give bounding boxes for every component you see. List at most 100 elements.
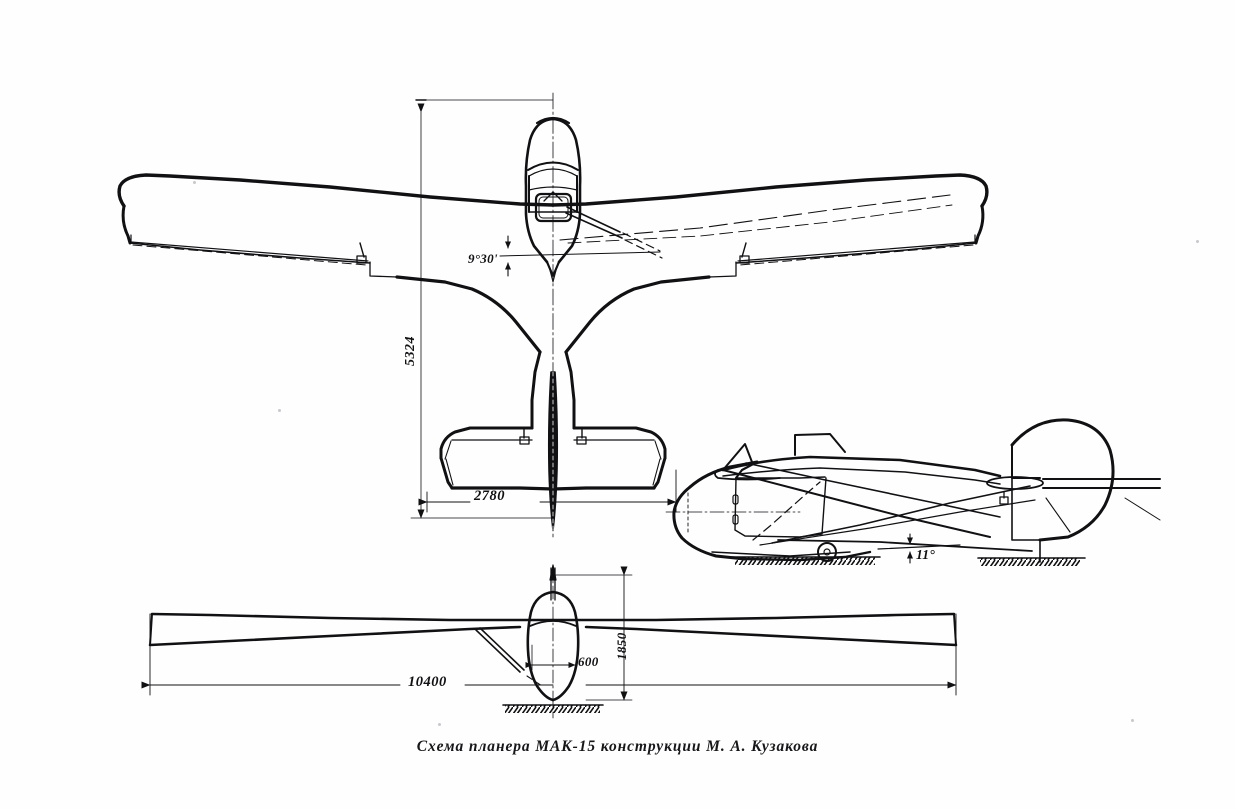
scan-speck [1131, 719, 1134, 722]
right-aileron-dashed-line [739, 244, 974, 266]
right-aileron-horn-bracket [739, 255, 750, 264]
front-view-group [141, 564, 958, 719]
scan-speck [1196, 240, 1199, 243]
strut-lower-line [565, 212, 623, 239]
side-nose-outline [672, 485, 747, 561]
left-aileron-outboard-step [369, 261, 398, 278]
right-elevator-horn-bracket [576, 436, 587, 445]
dimension-label-tailplane-span: 2780 [474, 488, 505, 504]
right-elevator-outer-line [652, 458, 661, 486]
front-left-strut-a [475, 629, 521, 673]
left-tailplane-tip [439, 456, 454, 490]
side-control-fitting-b [732, 514, 739, 525]
left-aileron-hinge-line-top [130, 241, 369, 262]
front-right-wing-upper [551, 612, 956, 622]
strut-dashed-extension-a [622, 232, 661, 252]
front-fuselage-left [526, 590, 555, 702]
canopy-front-arc-inner [528, 168, 578, 177]
side-view-group [665, 418, 1161, 566]
dimension-label-wingspan: 10400 [408, 674, 447, 690]
right-wing-root-trailing [564, 275, 711, 354]
side-vertical-fin [1010, 418, 1115, 542]
dimension-label-overall-length: 5324 [403, 336, 418, 366]
side-wheel-hub [823, 548, 831, 556]
side-diagonal-reference [752, 481, 821, 541]
right-wing-chord-reference [559, 194, 951, 241]
front-left-wing-upper [150, 612, 555, 622]
side-boom-upper [722, 469, 991, 538]
scan-speck [278, 409, 281, 412]
angle-reference-line-11deg [877, 544, 961, 550]
side-control-fitting-a [732, 494, 739, 505]
boom-right-line [552, 262, 559, 283]
side-cross-brace-a [771, 485, 1031, 544]
left-elevator-horn-bracket [519, 436, 530, 445]
scan-speck [438, 723, 441, 726]
right-wing-tip [974, 204, 985, 245]
left-aileron-dashed-line [132, 244, 367, 266]
fuselage-left-outline [524, 117, 555, 264]
side-tailplane-section [986, 476, 1044, 490]
side-ground-hatch-forward [735, 557, 875, 565]
dimension-label-wing-sweep-angle: 9°30' [468, 251, 498, 266]
dimension-label-fuselage-height: 600 [578, 654, 599, 669]
angle-reference-line-9deg [499, 251, 661, 257]
left-aileron-horn [359, 242, 365, 258]
front-canopy-arc [529, 620, 577, 627]
front-right-wing-lower [584, 625, 958, 647]
side-wing-pylon [794, 433, 846, 456]
right-wing-trailing-edge-outer [735, 242, 977, 264]
side-ground-hatch-rear [980, 558, 1080, 566]
left-wing-trailing-edge-outer [129, 242, 371, 264]
side-fin-root-forward [1011, 444, 1041, 479]
front-fuselage-right [551, 590, 580, 702]
front-left-wing-lower [148, 625, 522, 647]
left-elevator-outer-line [445, 458, 454, 486]
fuselage-right-outline [551, 117, 582, 264]
dimension-label-ground-angle: 11° [916, 547, 936, 562]
side-fin-root-rear [1011, 477, 1041, 541]
left-wing-root-trailing [395, 275, 542, 354]
control-stick [543, 191, 563, 202]
right-aileron-horn [741, 242, 747, 258]
side-forward-pylon [722, 443, 753, 471]
left-wing-tip [121, 204, 132, 245]
side-cross-brace-b [759, 499, 1036, 546]
left-aileron-horn-bracket [356, 255, 367, 264]
side-lower-boom [777, 539, 1033, 552]
right-elevator-inner-tip-line [654, 440, 662, 460]
front-strut-dashed [526, 675, 543, 687]
right-tailplane-tip [652, 456, 667, 490]
rear-fuselage-left [530, 350, 542, 430]
side-rudder-hinge-line [1045, 497, 1071, 533]
right-elevator-trailing-edge [551, 486, 656, 491]
right-wing-leading-edge [551, 173, 989, 208]
left-elevator-inner-tip-line [444, 440, 452, 460]
cockpit-seat-box [534, 192, 573, 223]
strut-dashed-extension-b [624, 239, 663, 259]
left-elevator-trailing-edge [450, 486, 555, 491]
side-wing-upper-surface [721, 455, 1002, 478]
side-cockpit-enclosure [734, 477, 827, 538]
boom-left-line [547, 262, 554, 283]
left-wing-leading-edge [117, 173, 555, 208]
front-left-strut-b [479, 627, 525, 671]
canopy-mid-arc [528, 186, 578, 191]
scan-speck [193, 181, 196, 184]
rear-fuselage-right [564, 350, 576, 430]
dimension-label-wing-height: 1850 [614, 632, 629, 660]
side-rudder-tip-line [1124, 497, 1161, 521]
cockpit-seat-box-inner [538, 196, 569, 219]
strut-upper-line [566, 206, 621, 233]
left-tailplane-leading-edge [439, 426, 534, 460]
fuselage-nose-cap [535, 116, 571, 125]
right-tailplane-leading-edge [572, 426, 667, 460]
front-ground-hatch [505, 705, 600, 713]
side-boom-lower [745, 462, 1001, 518]
canopy-front-arc [527, 161, 579, 171]
right-aileron-hinge-line-top [737, 241, 976, 262]
right-wing-chord-reference-2 [567, 204, 953, 244]
figure-caption: Схема планера МАК-15 конструкции М. А. К… [416, 738, 819, 755]
